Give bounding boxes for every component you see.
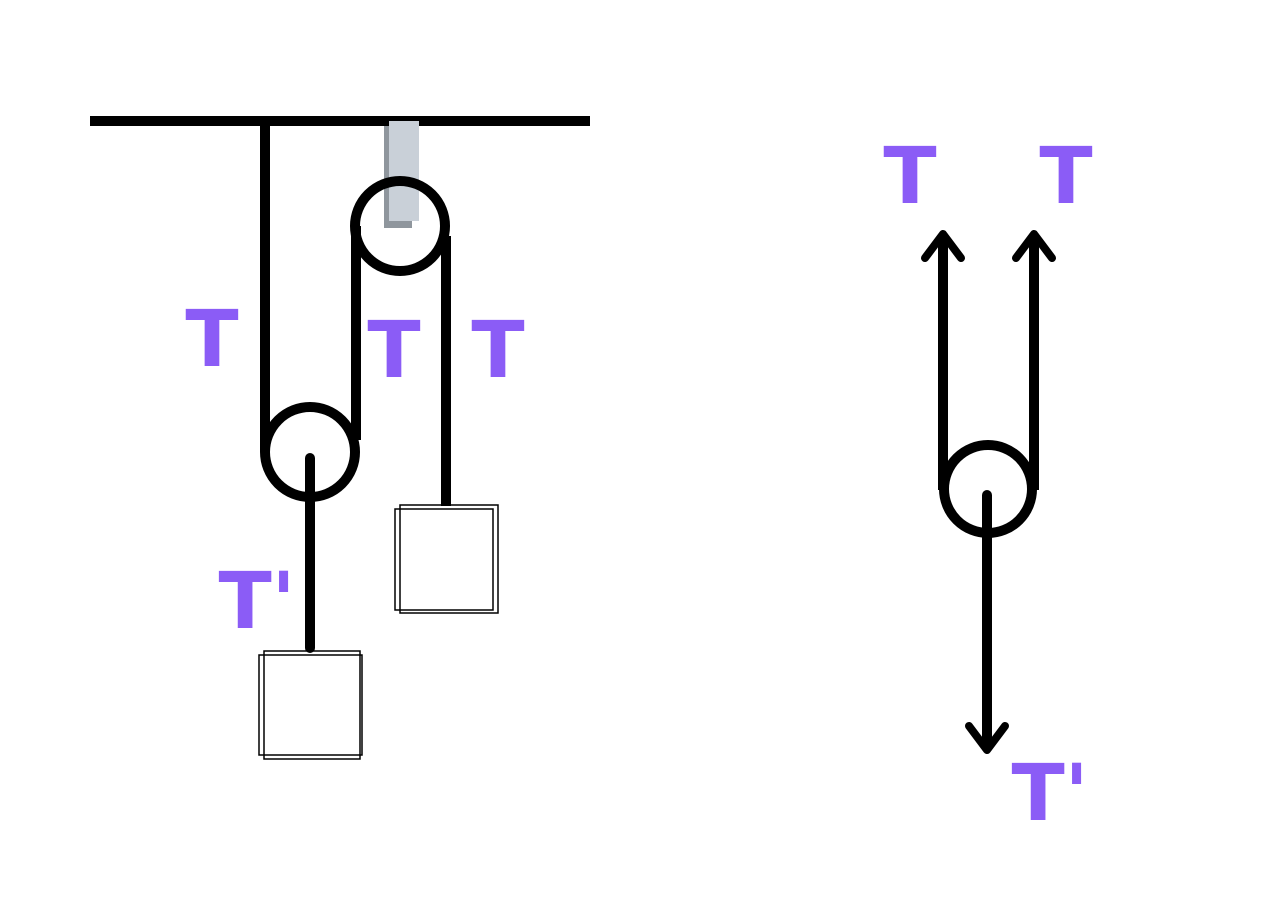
pulley-mount-bracket <box>384 121 419 228</box>
label-fbd-left-up: T <box>883 132 936 222</box>
label-rope-left: T <box>185 295 238 385</box>
label-fbd-right-up: T <box>1039 132 1092 222</box>
fbd-arrowhead-right <box>1012 230 1056 262</box>
label-rope-middle: T <box>367 306 420 396</box>
block-left <box>258 650 363 760</box>
label-fbd-down: T' <box>1011 749 1088 839</box>
block-right <box>394 504 499 614</box>
fbd-arrowhead-down <box>965 722 1009 754</box>
label-rope-bottom: T' <box>218 557 295 647</box>
free-body-diagram <box>921 230 1056 754</box>
label-rope-right: T <box>471 306 524 396</box>
fbd-arrowhead-left <box>921 230 965 262</box>
